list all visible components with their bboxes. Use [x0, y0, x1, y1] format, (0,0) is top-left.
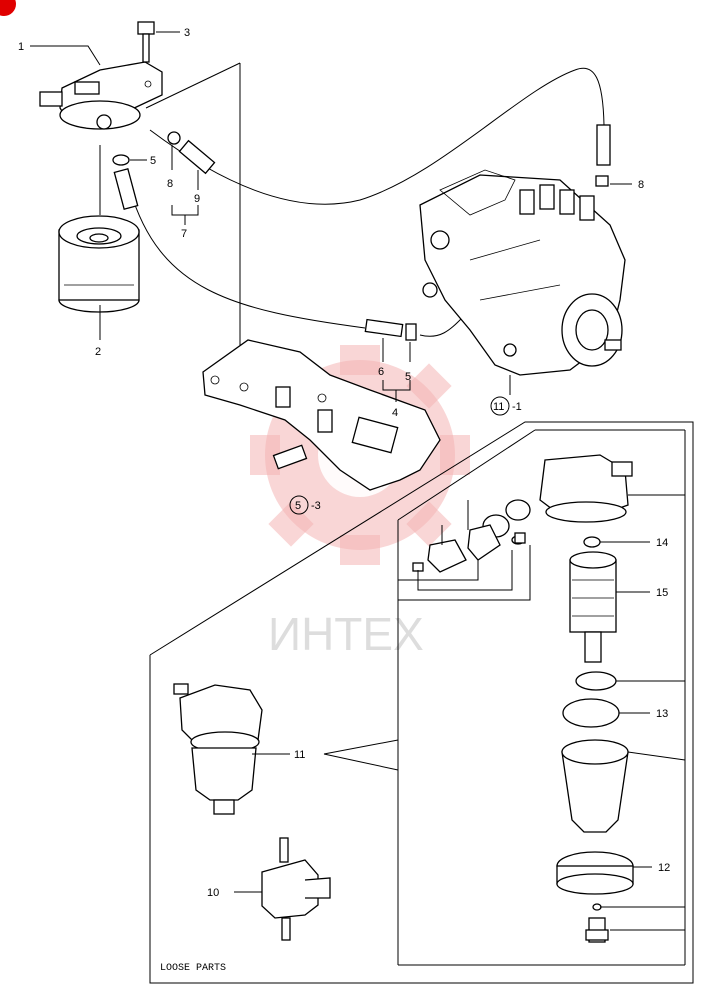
callout-7: 7	[181, 228, 187, 240]
callout-13: 13	[656, 708, 668, 720]
injection-pump	[419, 169, 626, 376]
callout-6: 6	[378, 366, 384, 378]
leader-lines	[30, 31, 686, 931]
callout-12: 12	[658, 862, 670, 874]
hose-pieces	[112, 124, 611, 341]
callout-5b: 5	[405, 371, 411, 383]
watermark-text: ИНТЕХ	[268, 608, 424, 660]
bolt	[137, 21, 155, 63]
callout-2: 2	[95, 346, 101, 358]
loose-parts-label: LOOSE PARTS	[160, 963, 226, 974]
callout-5c-suffix: -3	[311, 500, 321, 512]
callout-11b-suffix: -1	[512, 401, 522, 413]
callout-14: 14	[656, 537, 668, 549]
fuel-hoses	[129, 67, 605, 337]
corner-marker	[0, 0, 16, 16]
callout-3: 3	[184, 27, 190, 39]
filter-cartridge	[58, 215, 140, 313]
callout-11b-circle	[490, 396, 510, 416]
callout-15: 15	[656, 587, 668, 599]
callout-4: 4	[392, 407, 398, 419]
loose-filter-assembly	[173, 683, 263, 815]
inline-filter	[261, 837, 331, 941]
callout-1: 1	[18, 41, 24, 53]
callout-8b: 8	[638, 179, 644, 191]
callout-11b: 11	[493, 401, 504, 413]
callout-5a: 5	[150, 155, 156, 167]
callout-11a: 11	[294, 749, 305, 761]
callout-10: 10	[207, 887, 219, 899]
mounting-bracket	[202, 339, 441, 491]
callout-9: 9	[194, 193, 200, 205]
callout-5c-circle	[289, 495, 309, 515]
callout-8a: 8	[167, 178, 173, 190]
frame-lines	[145, 62, 694, 984]
callouts: 1 3 5 8 9 7 2 8 6 5 4 11 -1 5 -3 14 15 1…	[18, 27, 670, 899]
filter-head	[39, 61, 163, 130]
callout-5c: 5	[295, 500, 301, 512]
filter-exploded-parts	[412, 454, 634, 943]
